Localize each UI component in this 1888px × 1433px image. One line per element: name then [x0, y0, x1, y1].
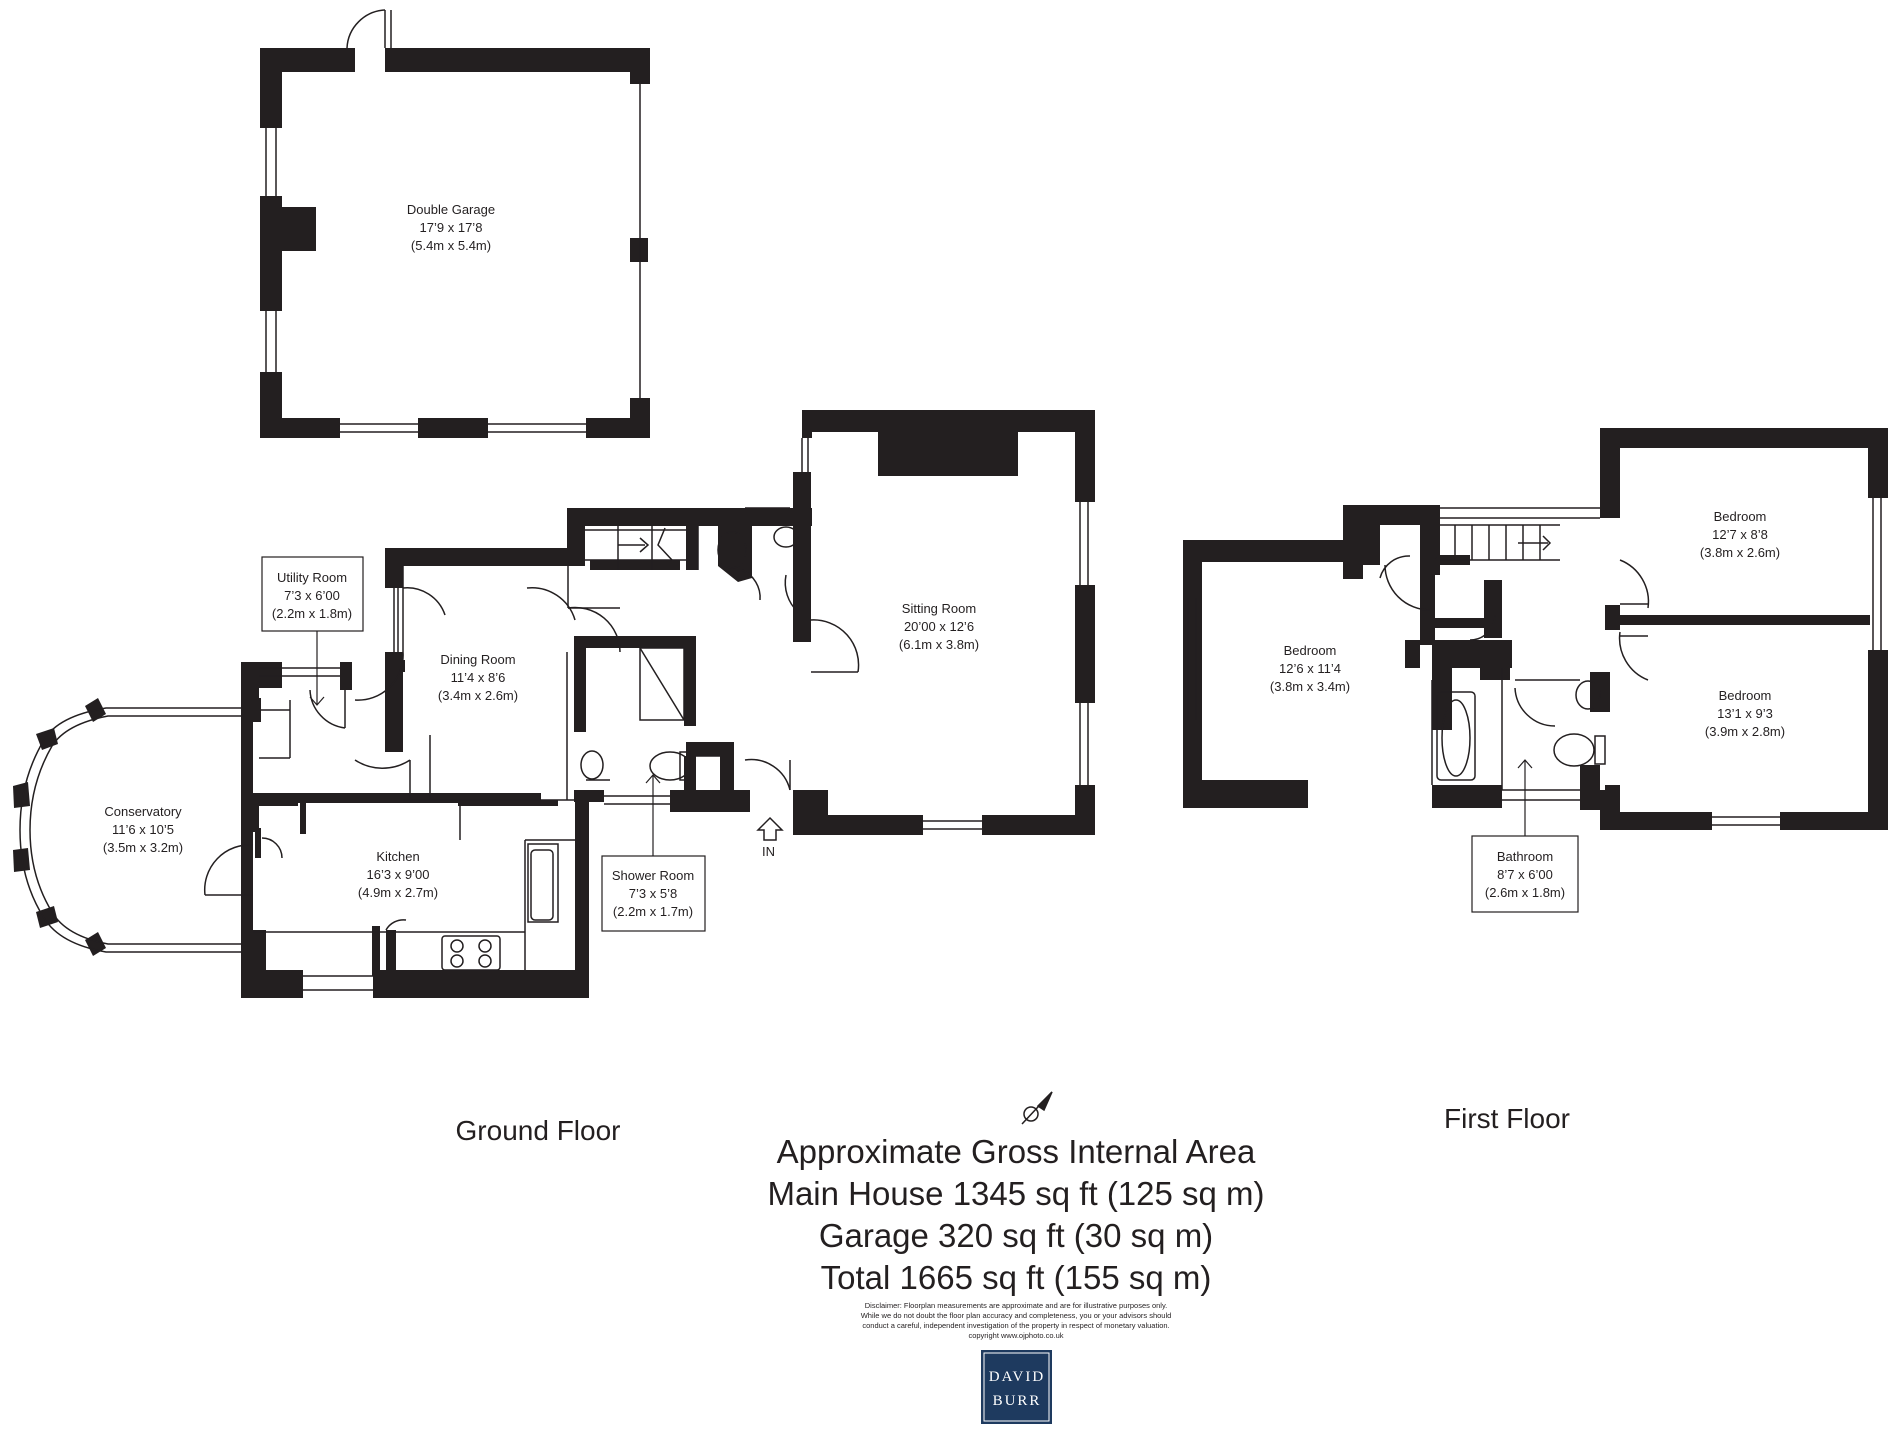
garage-walls — [260, 48, 650, 438]
utility-room-imperial: 7’3 x 6’00 — [284, 588, 340, 603]
bedroom-top-right-imperial: 12’7 x 8’8 — [1712, 527, 1768, 542]
arrow-up-icon — [756, 816, 784, 841]
bedroom-left-name: Bedroom — [1284, 643, 1337, 658]
first-floor-title: First Floor — [1444, 1103, 1570, 1134]
shower-room-imperial: 7’3 x 5’8 — [629, 886, 677, 901]
bedroom-left-imperial: 12’6 x 11’4 — [1279, 661, 1341, 676]
kitchen-name: Kitchen — [376, 849, 419, 864]
dining-room-imperial: 11’4 x 8’6 — [451, 670, 506, 685]
disclaimer: Disclaimer: Floorplan measurements are a… — [861, 1301, 1172, 1340]
entrance-label: IN — [762, 844, 775, 859]
conservatory — [13, 698, 261, 964]
basin-icon-first — [1575, 680, 1601, 710]
garage-door — [346, 9, 392, 49]
conservatory-name: Conservatory — [104, 804, 182, 819]
disclaimer-line-3: conduct a careful, independent investiga… — [862, 1321, 1169, 1330]
disclaimer-line-2: While we do not doubt the floor plan acc… — [861, 1311, 1172, 1320]
shower-room-name: Shower Room — [612, 868, 694, 883]
double-garage-metric: (5.4m x 5.4m) — [411, 238, 491, 253]
shower-room-callout: Shower Room 7’3 x 5’8 (2.2m x 1.7m) — [601, 774, 706, 932]
dining-room-name: Dining Room — [440, 652, 515, 667]
utility-room-name: Utility Room — [277, 570, 347, 585]
utility-callout: Utility Room 7’3 x 6’00 (2.2m x 1.8m) — [261, 556, 364, 706]
area-main-house: Main House 1345 sq ft (125 sq m) — [767, 1175, 1264, 1212]
dining-room-metric: (3.4m x 2.6m) — [438, 688, 518, 703]
bathroom-callout: Bathroom 8’7 x 6’00 (2.6m x 1.8m) — [1471, 759, 1579, 913]
basin-icon — [580, 750, 604, 780]
double-garage-name: Double Garage — [407, 202, 495, 217]
area-title: Approximate Gross Internal Area — [777, 1133, 1256, 1170]
david-burr-logo: DAVID BURR — [981, 1350, 1052, 1424]
bedroom-top-right-metric: (3.8m x 2.6m) — [1700, 545, 1780, 560]
bedroom-left-metric: (3.8m x 3.4m) — [1270, 679, 1350, 694]
utility-room-metric: (2.2m x 1.8m) — [272, 606, 352, 621]
area-summary: Approximate Gross Internal Area Main Hou… — [767, 1133, 1264, 1296]
area-garage: Garage 320 sq ft (30 sq m) — [819, 1217, 1213, 1254]
shower-room-metric: (2.2m x 1.7m) — [613, 904, 693, 919]
kitchen-imperial: 16’3 x 9’00 — [367, 867, 430, 882]
kitchen-metric: (4.9m x 2.7m) — [358, 885, 438, 900]
bedroom-top-right-name: Bedroom — [1714, 509, 1767, 524]
basin-icon-hall — [773, 526, 799, 548]
ground-floor-title: Ground Floor — [456, 1115, 621, 1146]
first-floor-lines — [1187, 498, 1882, 826]
bath-icon — [1436, 691, 1476, 781]
conservatory-imperial: 11’6 x 10’5 — [112, 822, 174, 837]
room-labels: Double Garage 17’9 x 17’8 (5.4m x 5.4m) … — [103, 202, 1785, 900]
sitting-room-metric: (6.1m x 3.8m) — [899, 637, 979, 652]
hob-icon — [441, 935, 501, 971]
ground-floor-fixtures — [441, 526, 799, 971]
sitting-room-imperial: 20’00 x 12’6 — [904, 619, 974, 634]
ground-floor-doors — [203, 569, 860, 931]
disclaimer-line-1: Disclaimer: Floorplan measurements are a… — [865, 1301, 1168, 1310]
bathroom-metric: (2.6m x 1.8m) — [1485, 885, 1565, 900]
double-garage-imperial: 17’9 x 17’8 — [420, 220, 483, 235]
bedroom-bottom-right-name: Bedroom — [1719, 688, 1772, 703]
first-floor-walls — [1183, 428, 1888, 830]
area-total: Total 1665 sq ft (155 sq m) — [821, 1259, 1212, 1296]
conservatory-metric: (3.5m x 3.2m) — [103, 840, 183, 855]
bedroom-bottom-right-metric: (3.9m x 2.8m) — [1705, 724, 1785, 739]
logo-line-1: DAVID — [989, 1369, 1045, 1385]
ground-floor-partitions — [253, 438, 1089, 991]
compass-icon — [1021, 1091, 1053, 1125]
bathroom-imperial: 8’7 x 6’00 — [1497, 867, 1553, 882]
toilet-icon-hall — [717, 531, 747, 569]
disclaimer-line-4: copyright www.ojphoto.co.uk — [968, 1331, 1063, 1340]
garage-windows — [265, 84, 641, 433]
sitting-room-name: Sitting Room — [902, 601, 976, 616]
bedroom-bottom-right-imperial: 13’1 x 9’3 — [1717, 706, 1773, 721]
toilet-icon-first — [1553, 733, 1595, 767]
sink-icon — [530, 849, 554, 921]
bathroom-name: Bathroom — [1497, 849, 1553, 864]
logo-line-2: BURR — [993, 1393, 1042, 1409]
ground-floor-walls — [241, 410, 1095, 998]
